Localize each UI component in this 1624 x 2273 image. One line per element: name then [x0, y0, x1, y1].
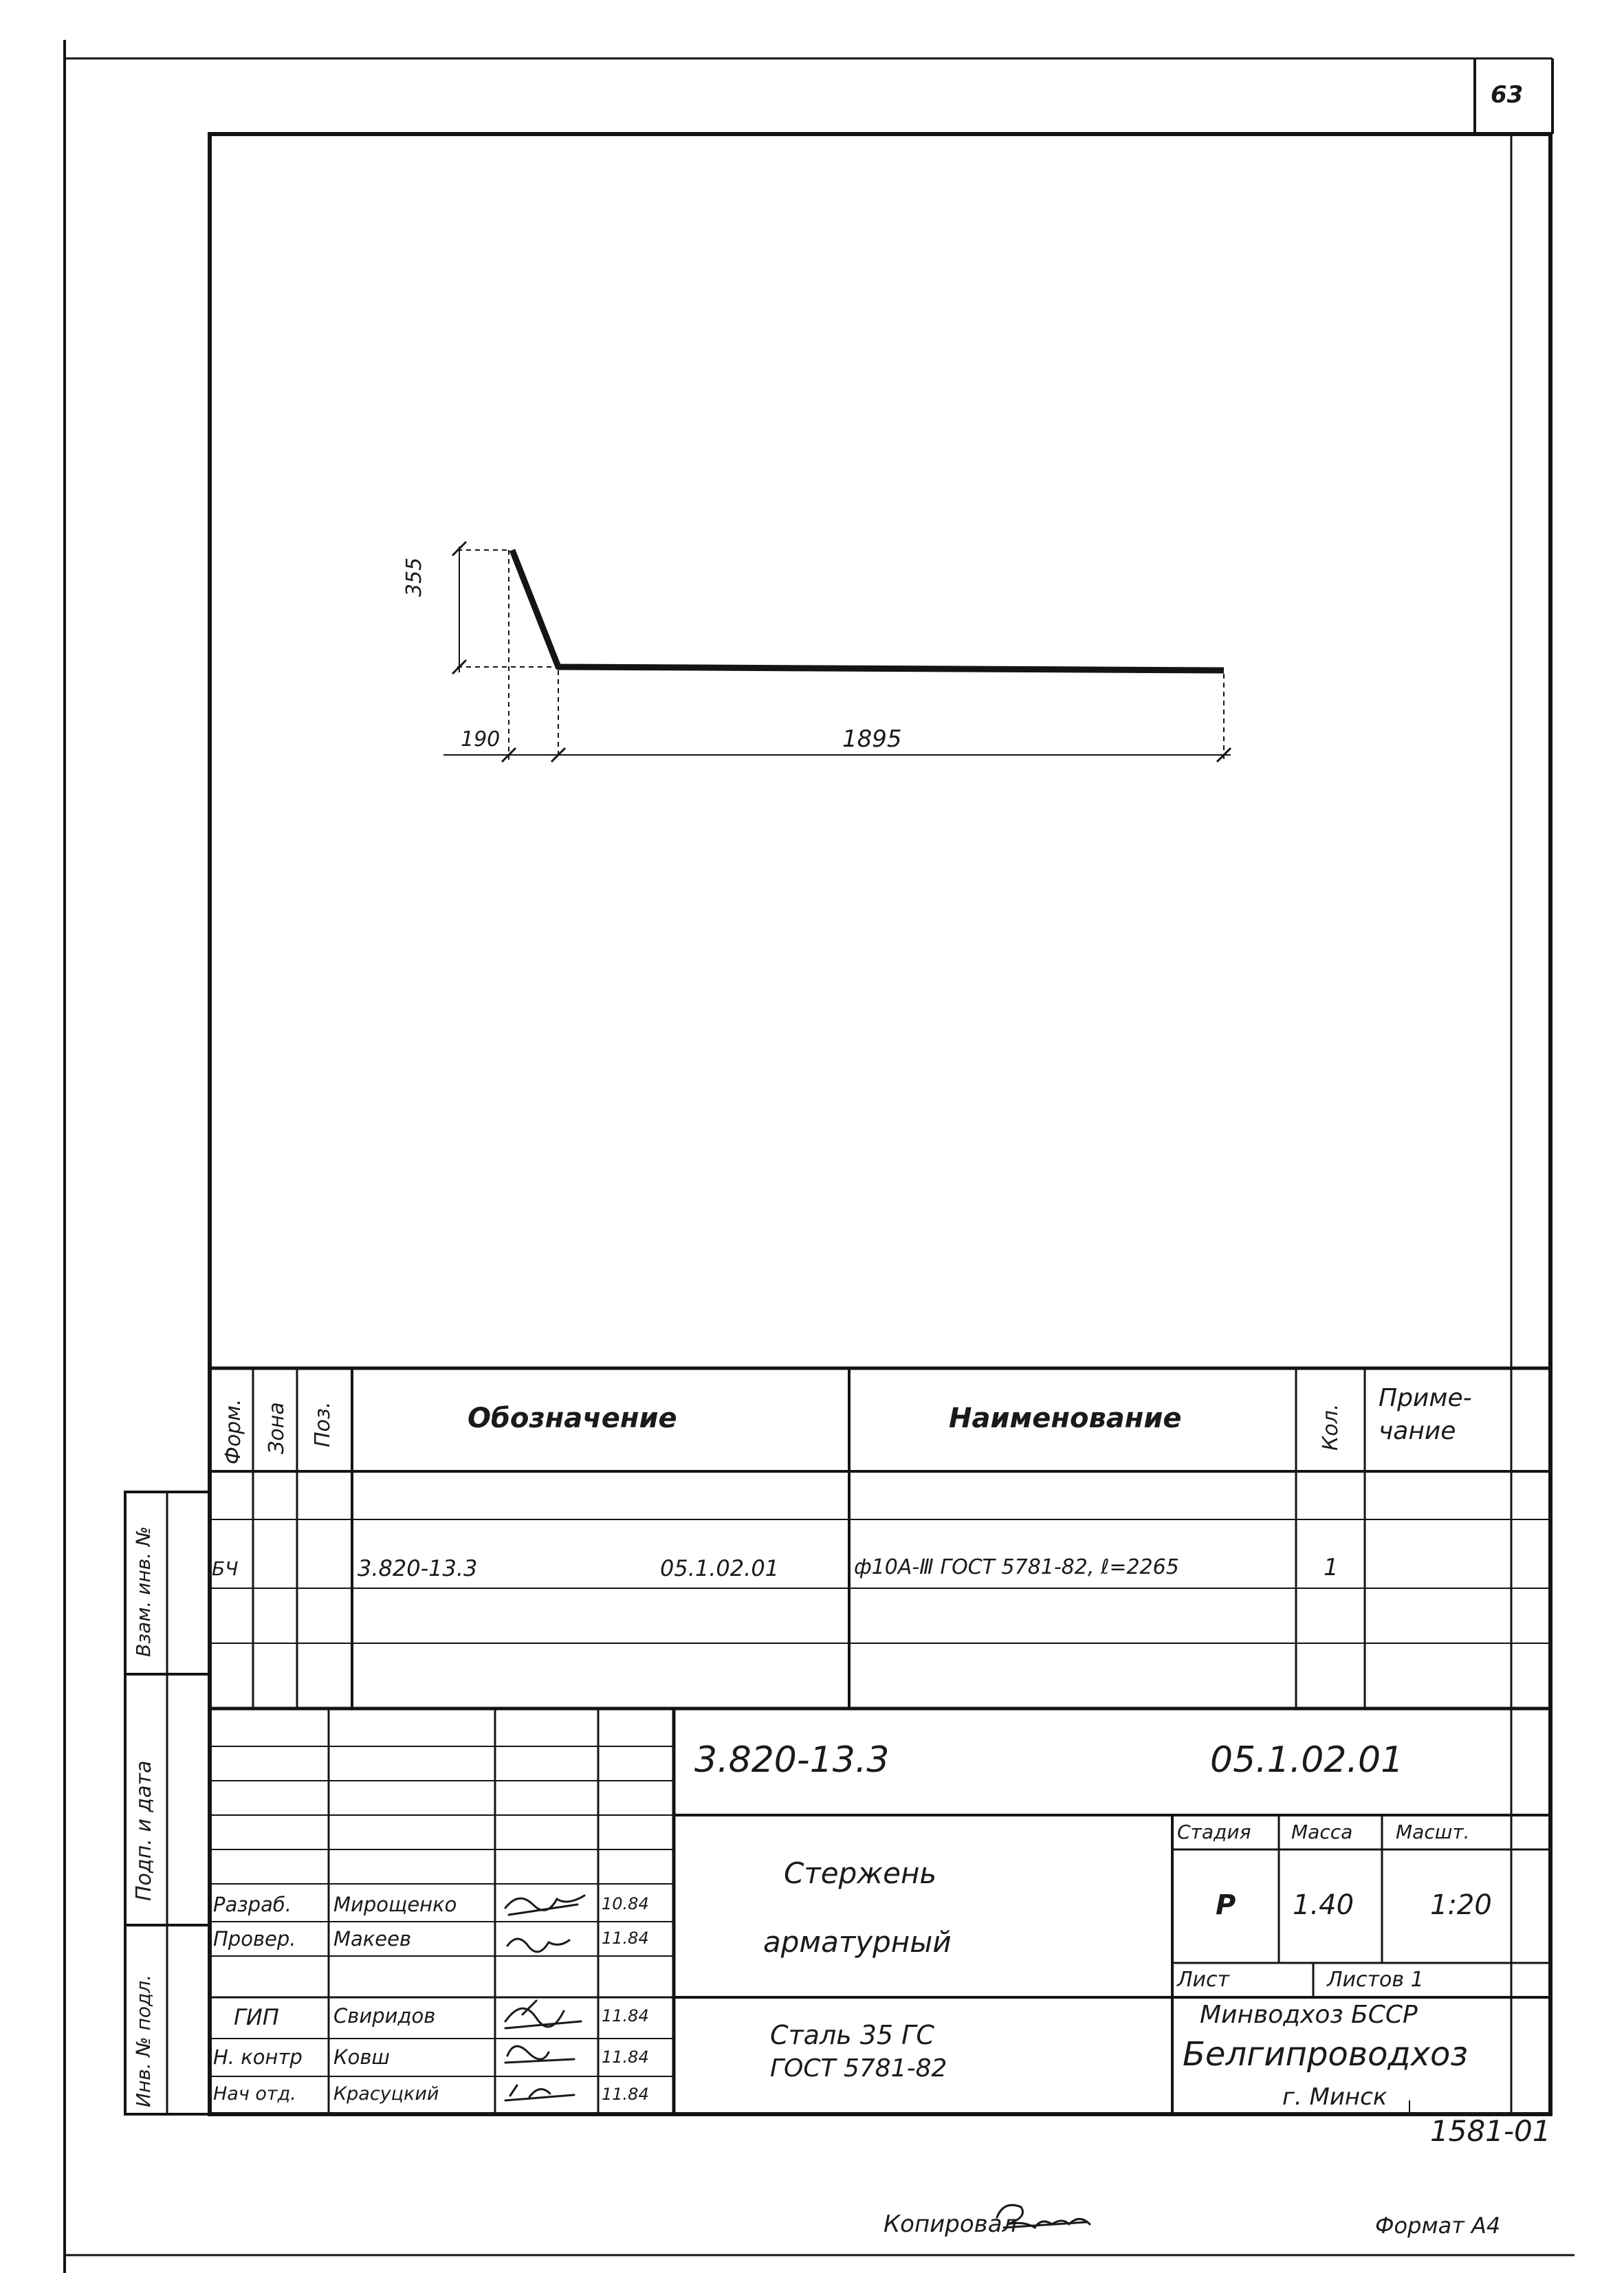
format-label: Формат А4	[1375, 2212, 1501, 2239]
copier-signature	[996, 2204, 1091, 2230]
rebar-sketch	[443, 540, 1232, 763]
material-line1: Сталь 35 ГС	[770, 2020, 934, 2050]
stage-value: Р	[1216, 1889, 1236, 1921]
header-name: Наименование	[949, 1403, 1182, 1434]
row-designation-suffix: 05.1.02.01	[660, 1555, 780, 1581]
org-line2: Белгипроводхоз	[1183, 2035, 1468, 2074]
org-line3: г. Минск	[1282, 2083, 1387, 2111]
org-line1: Минводхоз БССР	[1200, 2001, 1418, 2029]
header-note: Приме-чание	[1379, 1384, 1472, 1445]
scale-value: 1:20	[1430, 1889, 1492, 1921]
signer-role: Нач отд.	[213, 2083, 296, 2105]
page-number: 63	[1491, 81, 1524, 109]
signer-date: 11.84	[602, 2085, 649, 2104]
archive-number: 1581-01	[1430, 2114, 1551, 2148]
signer-date: 11.84	[602, 2006, 649, 2025]
document-code: 3.820-13.3	[694, 1739, 890, 1781]
stage-label: Стадия	[1177, 1821, 1251, 1843]
sheets-label: Листов 1	[1327, 1968, 1424, 1992]
copied-label: Копировал	[884, 2210, 1018, 2238]
row-designation-code: 3.820-13.3	[358, 1555, 478, 1581]
row-format: БЧ	[212, 1557, 239, 1580]
signer-name: Ковш	[333, 2045, 390, 2069]
signer-date: 11.84	[602, 2047, 649, 2067]
mass-label: Масса	[1291, 1821, 1353, 1843]
signer-role: Разраб.	[213, 1893, 292, 1916]
signer-role: ГИП	[234, 2004, 279, 2030]
material-line2: ГОСТ 5781-82	[770, 2054, 947, 2083]
signer-role: Провер.	[213, 1927, 296, 1951]
signer-date: 10.84	[602, 1894, 649, 1913]
mass-value: 1.40	[1293, 1889, 1354, 1921]
scale-label: Масшт.	[1396, 1821, 1470, 1843]
row-quantity: 1	[1324, 1554, 1339, 1581]
document-suffix: 05.1.02.01	[1210, 1739, 1404, 1781]
sheet-label: Лист	[1177, 1968, 1230, 1992]
title-line1: Стержень	[784, 1856, 937, 1890]
header-designation: Обозначение	[468, 1403, 677, 1434]
signer-name: Свиридов	[333, 2004, 436, 2028]
signer-role: Н. контр	[213, 2045, 303, 2069]
signer-name: Макеев	[333, 1927, 412, 1951]
dim-right: 1895	[842, 725, 902, 753]
signer-date: 11.84	[602, 1929, 649, 1948]
signer-name: Красуцкий	[333, 2083, 439, 2105]
dim-left: 190	[461, 727, 501, 751]
row-name: ф10А-Ⅲ ГОСТ 5781-82, ℓ=2265	[854, 1555, 1179, 1579]
signer-name: Мирощенко	[333, 1893, 457, 1916]
title-line2: арматурный	[763, 1925, 952, 1959]
